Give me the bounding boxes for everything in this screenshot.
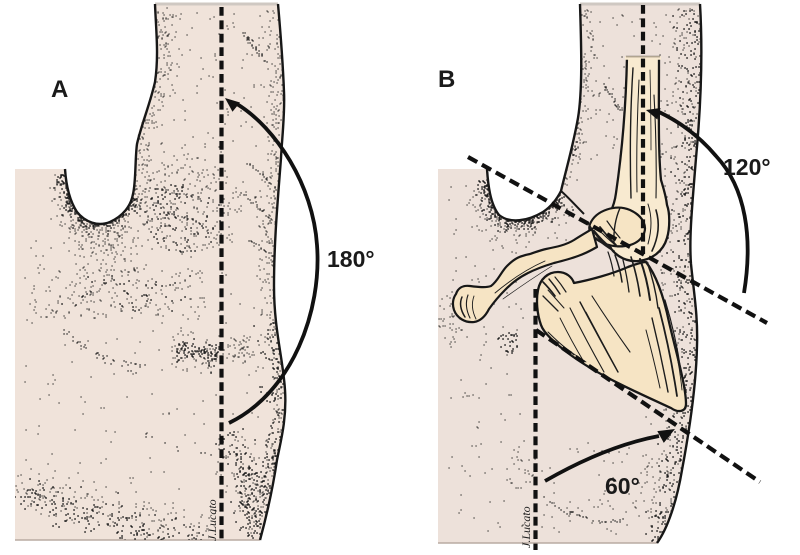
svg-text:120°: 120° xyxy=(723,154,771,180)
svg-text:180°: 180° xyxy=(327,246,375,272)
svg-text:B: B xyxy=(438,66,455,93)
svg-text:A: A xyxy=(51,76,68,103)
svg-text:J.Lucato: J.Lucato xyxy=(205,499,219,541)
svg-text:60°: 60° xyxy=(605,473,640,499)
svg-text:J.Lucato: J.Lucato xyxy=(519,506,533,548)
